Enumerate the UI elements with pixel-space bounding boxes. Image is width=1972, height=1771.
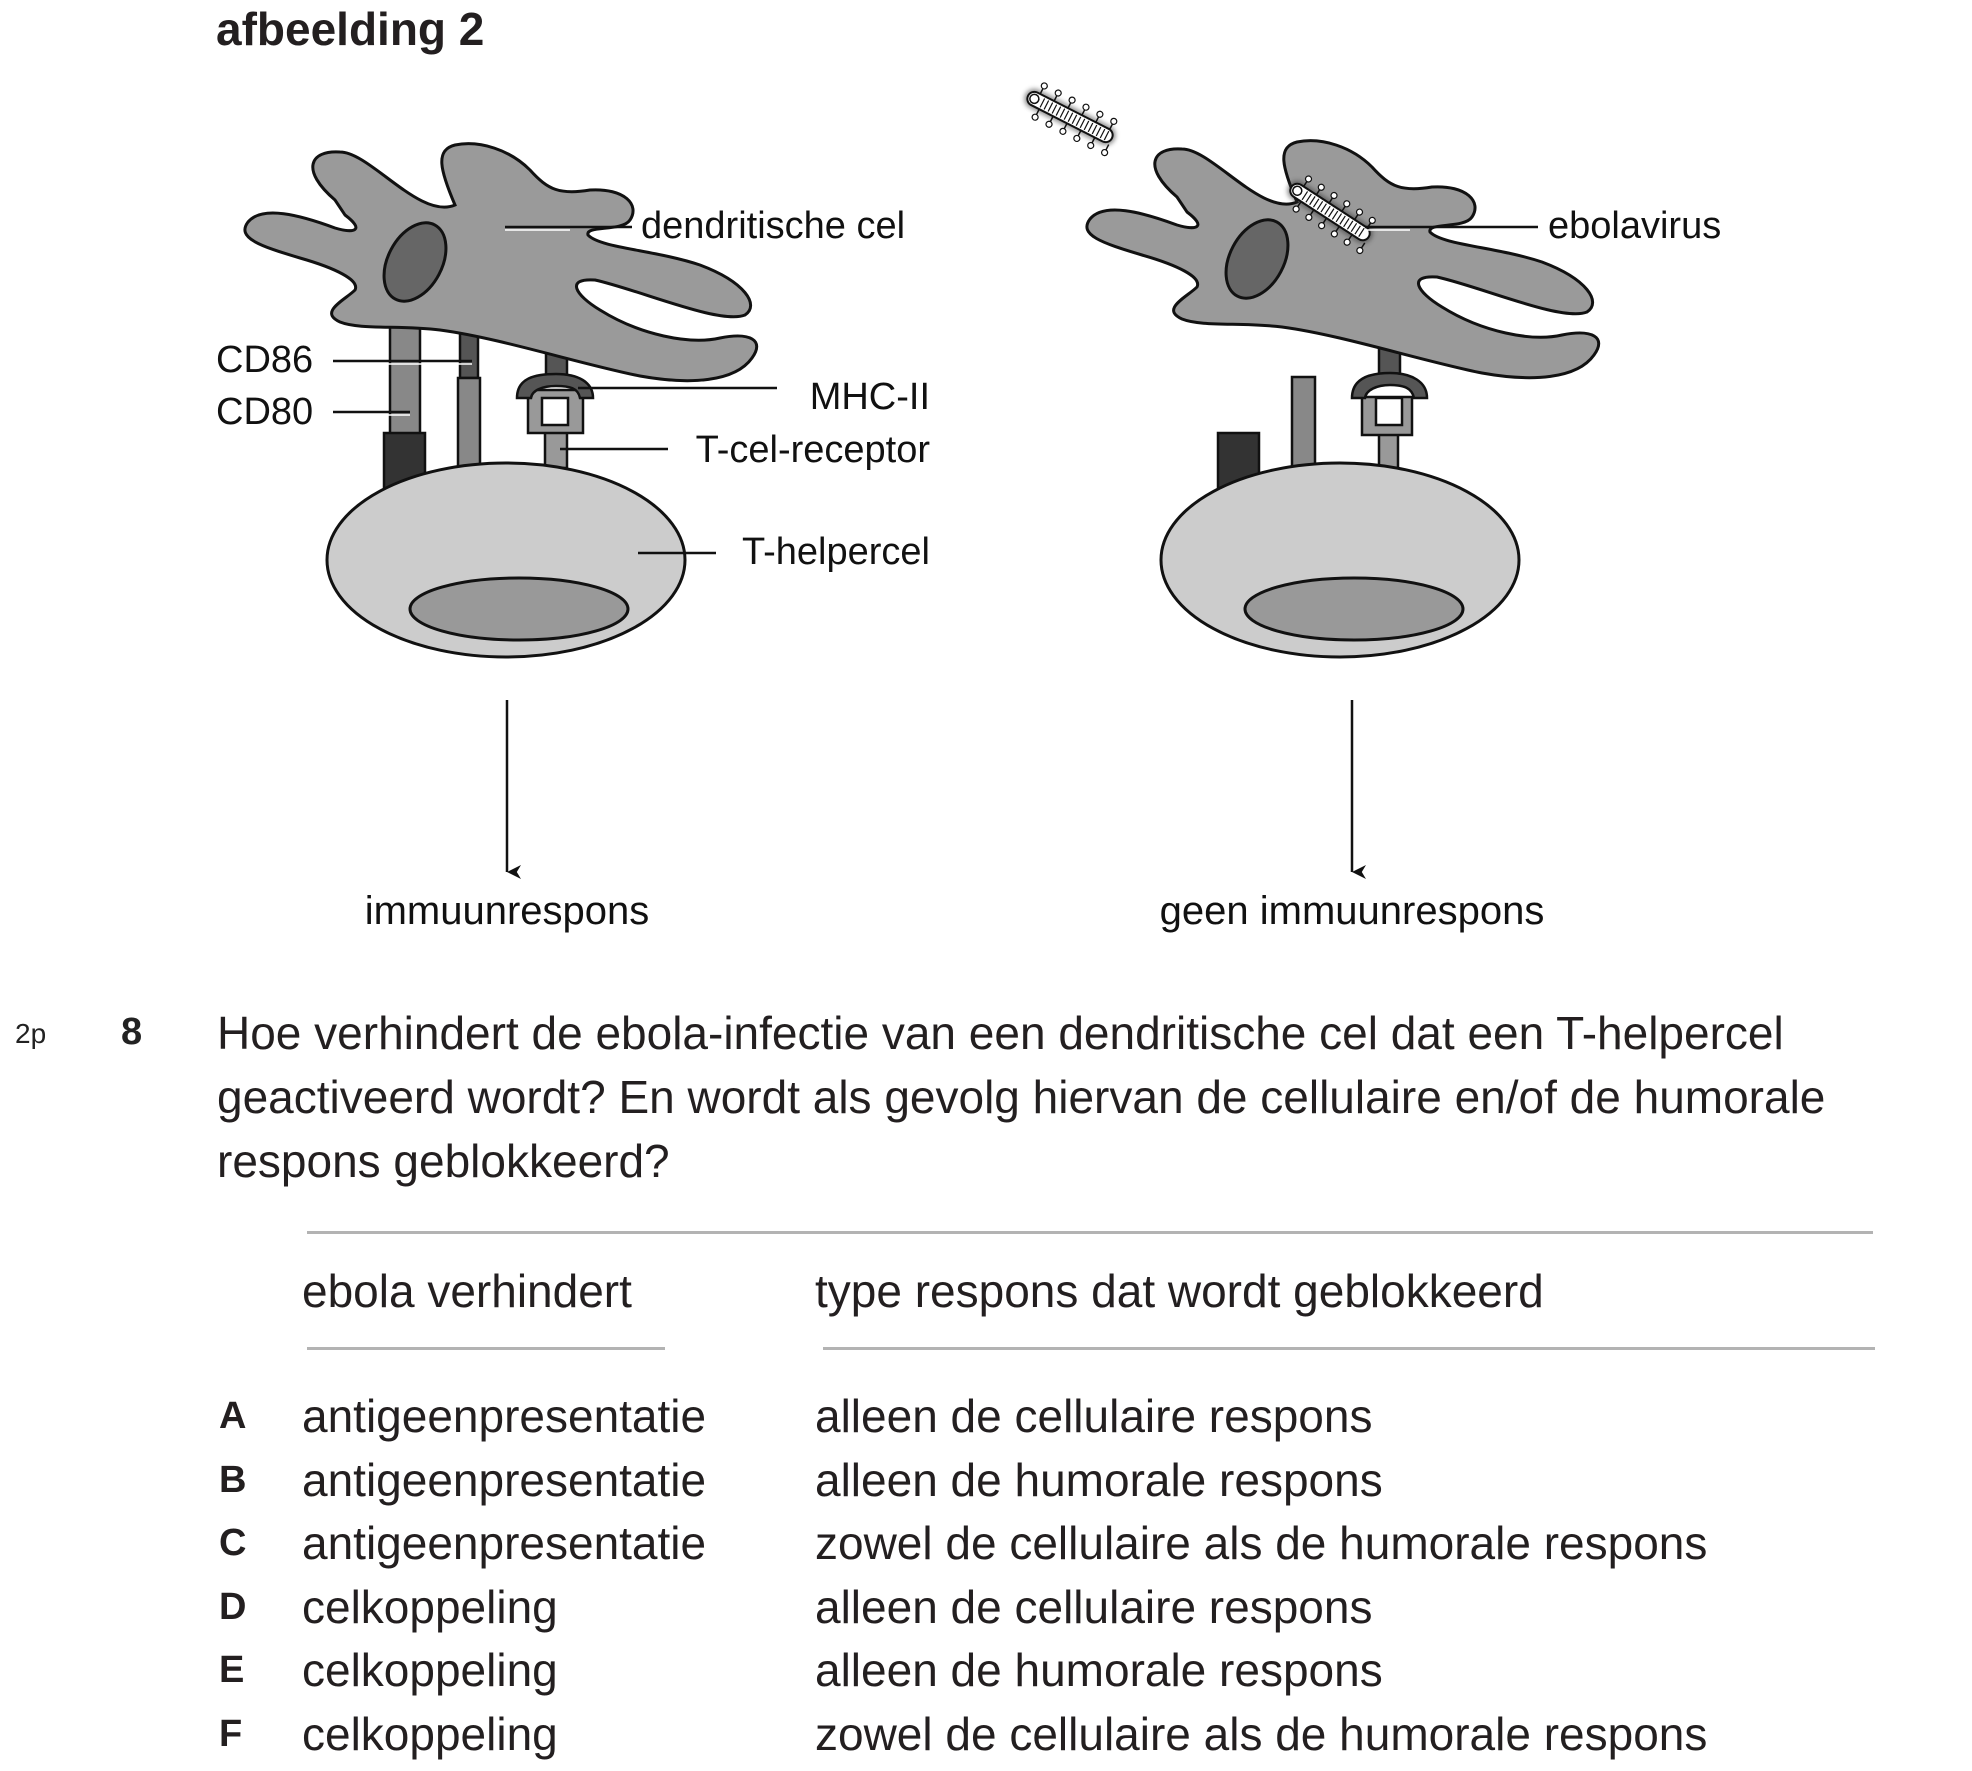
mhc2-arch <box>515 372 595 400</box>
table-top-rule <box>307 1231 1873 1234</box>
option-blocked-response: zowel de cellulaire als de humorale resp… <box>815 1517 1708 1569</box>
mhc2-arch-right <box>1350 371 1429 400</box>
dendritic-cell-nucleus <box>382 221 448 303</box>
cd80-stalk <box>388 323 422 437</box>
outcome-immune-response: immuunrespons <box>365 889 650 933</box>
outcome-no-immune-response: geen immuunrespons <box>1160 889 1545 933</box>
left-panel: dendritische cel CD86 CD80 MHC-II T-cel-… <box>216 142 931 933</box>
option-letter: C <box>219 1522 247 1564</box>
option-blocked-response: alleen de cellulaire respons <box>815 1390 1373 1442</box>
option-letter: A <box>219 1395 247 1437</box>
t-helper-nucleus-right <box>1243 576 1465 642</box>
table-header-rule-left <box>307 1347 665 1350</box>
table-header-blocked: type respons dat wordt geblokkeerd <box>815 1265 1544 1317</box>
label-ebolavirus: ebolavirus <box>1548 205 1721 247</box>
table-header-prevents: ebola verhindert <box>302 1265 632 1317</box>
right-panel: ebolavirus geen immuunrespons <box>1024 82 1721 933</box>
label-tcr: T-cel-receptor <box>696 429 931 471</box>
cd86-partner <box>456 376 482 470</box>
option-prevents: celkoppeling <box>302 1644 558 1696</box>
cd86-partner-unbound <box>1290 375 1317 469</box>
option-blocked-response: alleen de humorale respons <box>815 1453 1383 1506</box>
label-mhc2: MHC-II <box>810 376 930 418</box>
label-t-helper: T-helpercel <box>742 531 930 573</box>
option-prevents: celkoppeling <box>302 1707 558 1760</box>
option-letter: E <box>219 1649 245 1691</box>
option-letter: F <box>219 1712 243 1755</box>
ebola-virus-inside <box>1287 175 1376 255</box>
dendritic-cell-nucleus-infected <box>1224 218 1290 300</box>
figure-title: afbeelding 2 <box>216 3 485 55</box>
option-letter: D <box>219 1585 247 1628</box>
question-number: 8 <box>121 1011 143 1053</box>
label-cd80: CD80 <box>216 391 313 433</box>
label-dendritic-cell: dendritische cel <box>641 205 905 247</box>
option-letter: B <box>219 1458 247 1501</box>
immune-diagram: dendritische cel CD86 CD80 MHC-II T-cel-… <box>216 82 1721 933</box>
label-cd86: CD86 <box>216 339 313 381</box>
points-badge: 2p <box>15 1018 47 1049</box>
tcr-receptor <box>526 388 585 470</box>
option-blocked-response: alleen de humorale respons <box>815 1644 1383 1696</box>
option-prevents: antigeenpresentatie <box>302 1453 707 1506</box>
tcr-receptor-right <box>1360 395 1414 470</box>
question-text: Hoe verhindert de ebola-infectie van een… <box>217 1007 1826 1187</box>
table-header-rule-right <box>823 1347 1875 1350</box>
ebola-virus-outside <box>1024 82 1118 157</box>
option-prevents: antigeenpresentatie <box>302 1517 707 1569</box>
leader-lines-left <box>333 225 777 555</box>
option-blocked-response: zowel de cellulaire als de humorale resp… <box>815 1707 1708 1760</box>
t-helper-nucleus <box>408 576 630 642</box>
dendritic-cell <box>243 142 759 383</box>
leader-highlights-left <box>333 229 570 416</box>
dendritic-cell-infected <box>1085 139 1601 380</box>
option-prevents: antigeenpresentatie <box>302 1390 707 1442</box>
option-prevents: celkoppeling <box>302 1580 558 1633</box>
option-blocked-response: alleen de cellulaire respons <box>815 1580 1373 1633</box>
